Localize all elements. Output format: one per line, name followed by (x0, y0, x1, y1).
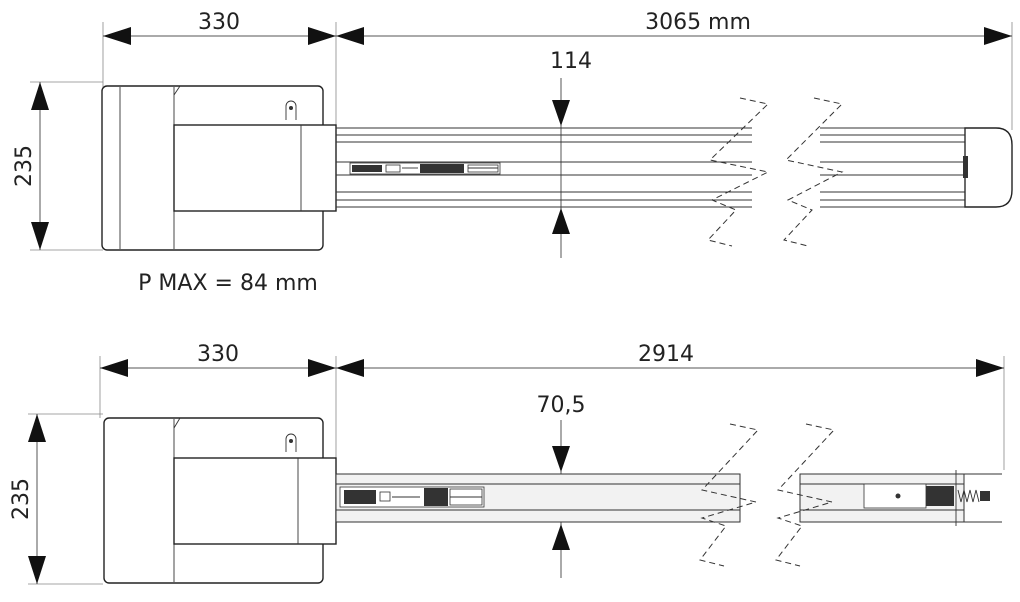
top-rail-height-dimension: 114 (550, 49, 592, 258)
bottom-end-tensioner (860, 470, 1002, 526)
bottom-motor-height-dimension: 235 (9, 414, 46, 584)
bottom-motor-height-label: 235 (9, 478, 34, 520)
bottom-motor-housing (103, 417, 337, 584)
bottom-rail-break (699, 423, 835, 567)
bottom-motor-length-label: 330 (197, 342, 239, 367)
top-motor-length-dimension: 330 (103, 10, 336, 45)
bottom-motor-length-dimension: 330 (100, 342, 336, 377)
top-motor-housing (101, 85, 337, 251)
bottom-rail-height-dimension: 70,5 (537, 393, 586, 578)
pmax-label: P MAX = 84 mm (138, 271, 318, 296)
bottom-view: 330 2914 235 70,5 (9, 342, 1005, 585)
top-motor-length-label: 330 (198, 10, 240, 35)
top-rail-length-dimension: 3065 mm (336, 10, 1012, 45)
top-view: 330 3065 mm 235 114 (12, 10, 1013, 296)
bottom-rail-height-label: 70,5 (537, 393, 586, 418)
top-rail-break (707, 97, 844, 247)
bottom-rail-length-dimension: 2914 (336, 342, 1004, 377)
top-rail (336, 127, 1013, 208)
top-motor-height-label: 235 (12, 145, 37, 187)
top-rail-height-label: 114 (550, 49, 592, 74)
top-carriage (349, 162, 501, 175)
bottom-rail-length-label: 2914 (638, 342, 694, 367)
top-rail-length-label: 3065 mm (645, 10, 751, 35)
top-motor-height-dimension: 235 (12, 82, 49, 250)
bottom-carriage (339, 486, 485, 508)
